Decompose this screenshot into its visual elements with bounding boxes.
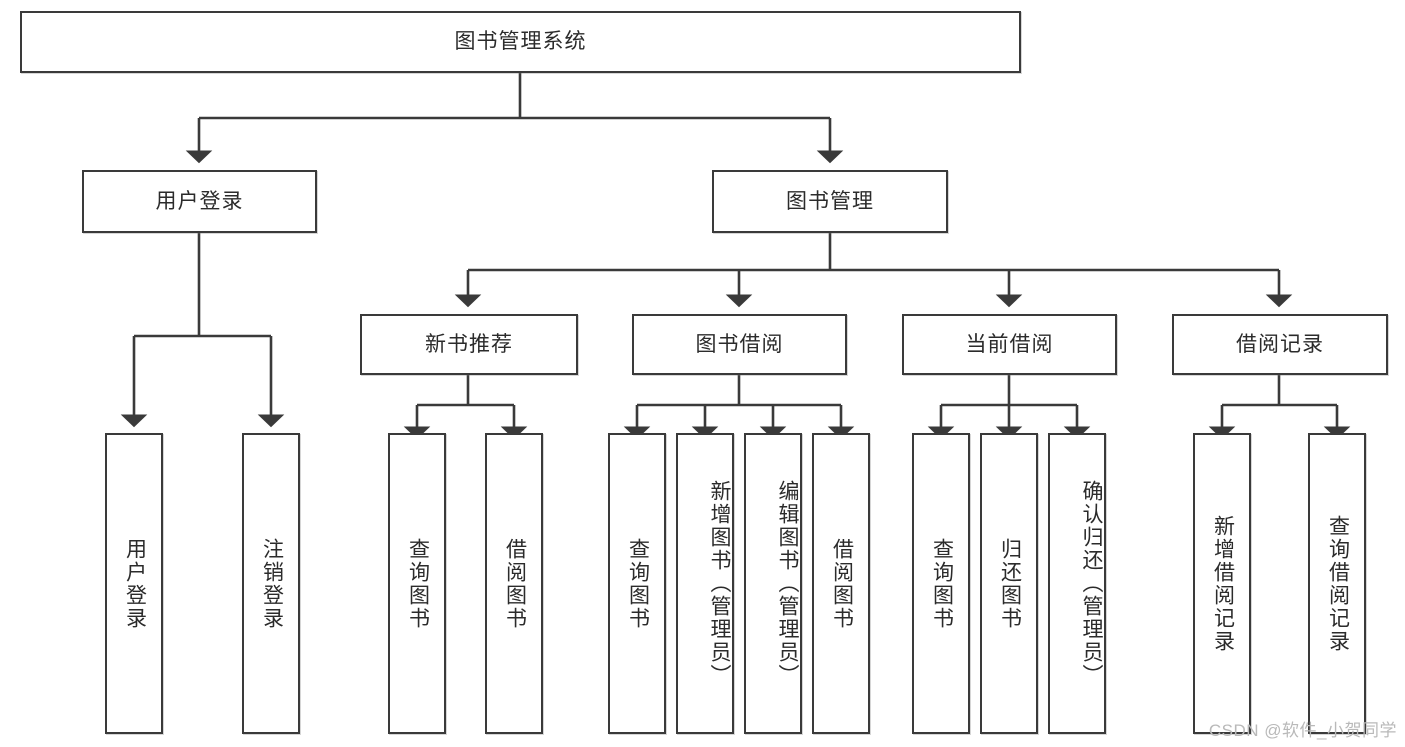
node-leaf-borrow-book-2-label: 借阅图书 (830, 537, 854, 630)
node-root-label: 图书管理系统 (454, 30, 587, 54)
node-leaf-query-book-3-label: 查询图书 (930, 537, 954, 630)
node-new-book-rec-label: 新书推荐 (425, 332, 513, 356)
node-leaf-query-book-1-label: 查询图书 (406, 537, 430, 630)
node-leaf-logout-label: 注销登录 (260, 537, 284, 630)
node-current-borrow-label: 当前借阅 (965, 332, 1054, 356)
node-leaf-query-book-1[interactable]: 查询图书 (388, 433, 446, 734)
node-leaf-borrow-book-2[interactable]: 借阅图书 (812, 433, 870, 734)
node-current-borrow[interactable]: 当前借阅 (902, 314, 1117, 375)
node-leaf-query-book-2[interactable]: 查询图书 (608, 433, 666, 734)
watermark: CSDN @软件_小贺同学 (1208, 721, 1397, 740)
node-leaf-add-book[interactable]: 新增图书（管理员） (676, 433, 734, 734)
node-leaf-user-login[interactable]: 用户登录 (105, 433, 163, 734)
node-book-manage[interactable]: 图书管理 (712, 170, 948, 233)
node-leaf-return-book-label: 归还图书 (998, 537, 1022, 630)
node-leaf-query-record[interactable]: 查询借阅记录 (1308, 433, 1366, 734)
node-leaf-query-book-3[interactable]: 查询图书 (912, 433, 970, 734)
node-leaf-logout[interactable]: 注销登录 (242, 433, 300, 734)
node-leaf-query-book-2-label: 查询图书 (626, 537, 650, 630)
node-leaf-borrow-book-1-label: 借阅图书 (503, 537, 527, 630)
node-leaf-query-record-label: 查询借阅记录 (1326, 514, 1350, 653)
node-leaf-add-record[interactable]: 新增借阅记录 (1193, 433, 1251, 734)
node-leaf-edit-book-label: 编辑图书（管理员） (776, 480, 799, 687)
node-book-borrow[interactable]: 图书借阅 (632, 314, 847, 375)
node-user-login[interactable]: 用户登录 (82, 170, 317, 233)
node-leaf-confirm-return-label: 确认归还（管理员） (1080, 480, 1103, 687)
node-leaf-borrow-book-1[interactable]: 借阅图书 (485, 433, 543, 734)
node-leaf-add-book-label: 新增图书（管理员） (708, 480, 731, 687)
node-root[interactable]: 图书管理系统 (20, 11, 1021, 73)
node-book-manage-label: 图书管理 (786, 189, 874, 213)
node-leaf-add-record-label: 新增借阅记录 (1211, 514, 1235, 653)
node-leaf-edit-book[interactable]: 编辑图书（管理员） (744, 433, 802, 734)
node-leaf-return-book[interactable]: 归还图书 (980, 433, 1038, 734)
node-user-login-label: 用户登录 (155, 189, 244, 213)
node-borrow-record[interactable]: 借阅记录 (1172, 314, 1388, 375)
node-leaf-confirm-return[interactable]: 确认归还（管理员） (1048, 433, 1106, 734)
node-book-borrow-label: 图书借阅 (695, 332, 784, 356)
node-borrow-record-label: 借阅记录 (1236, 332, 1324, 356)
node-leaf-user-login-label: 用户登录 (123, 537, 147, 630)
node-new-book-rec[interactable]: 新书推荐 (360, 314, 578, 375)
